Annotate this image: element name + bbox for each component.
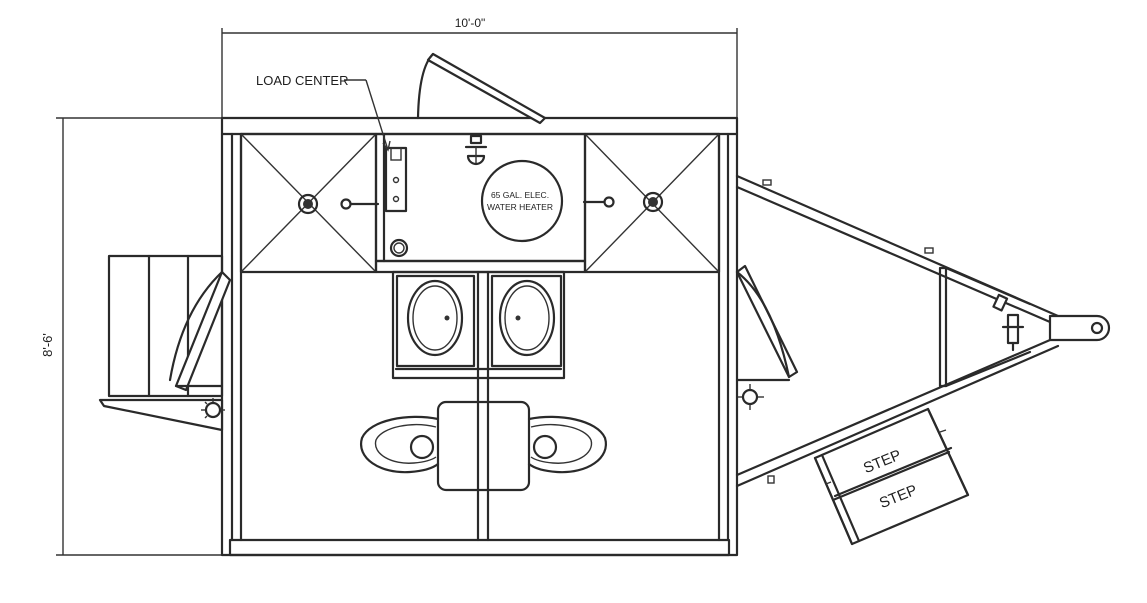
water-heater [480,159,564,243]
height-dimension: 8'-6' [40,117,230,556]
toilet-right-bowl [527,415,608,474]
shower-stall-left [239,132,380,274]
right-door [735,264,799,379]
shower-drain-left-center [303,199,313,209]
exterior-light-right-icon [741,388,759,406]
vanity [391,270,566,542]
toilet-left-seat-icon [409,434,435,460]
trailer-tongue [735,174,1111,488]
right-entry [735,264,799,410]
shower-stall-right [582,132,721,274]
water-heater-label-line2: WATER HEATER [487,202,553,212]
top-door [416,52,547,125]
sink-left [395,274,476,368]
toilet-left-bowl [359,415,440,474]
toilet-right-seat-icon [532,434,558,460]
utility-room: 65 GAL. ELEC. WATER HEATER [374,132,587,274]
sink-right-drain [515,315,521,321]
load-center-label: LOAD CENTER [256,73,348,88]
hitch-ball-icon [1090,321,1104,335]
left-door [174,270,232,392]
sink-left-drain [444,315,450,321]
shower-drain-right-center [648,197,658,207]
left-entry [98,254,232,432]
sink-right [490,274,563,368]
shower-valve-right-icon [603,196,615,208]
water-heater-label-line1: 65 GAL. ELEC. [491,190,549,200]
floor-drain-icon [389,238,409,258]
hitch-coupler [1048,314,1111,342]
exterior-light-left-icon [204,401,222,419]
shower-drain-right-icon [642,191,664,213]
height-dimension-label: 8'-6' [40,333,55,357]
tongue-jack [1006,313,1020,345]
right-steps: STEP STEP [813,407,970,546]
shower-valve-left-icon [340,198,352,210]
toilets [359,400,608,492]
toilet-tank [436,400,531,492]
left-steps [107,254,224,398]
load-center-callout: LOAD CENTER [256,73,391,152]
width-dimension: 10'-0" [221,16,738,118]
shower-drain-left-icon [297,193,319,215]
width-dimension-label: 10'-0" [455,16,486,30]
left-hitch-arm [98,398,224,432]
